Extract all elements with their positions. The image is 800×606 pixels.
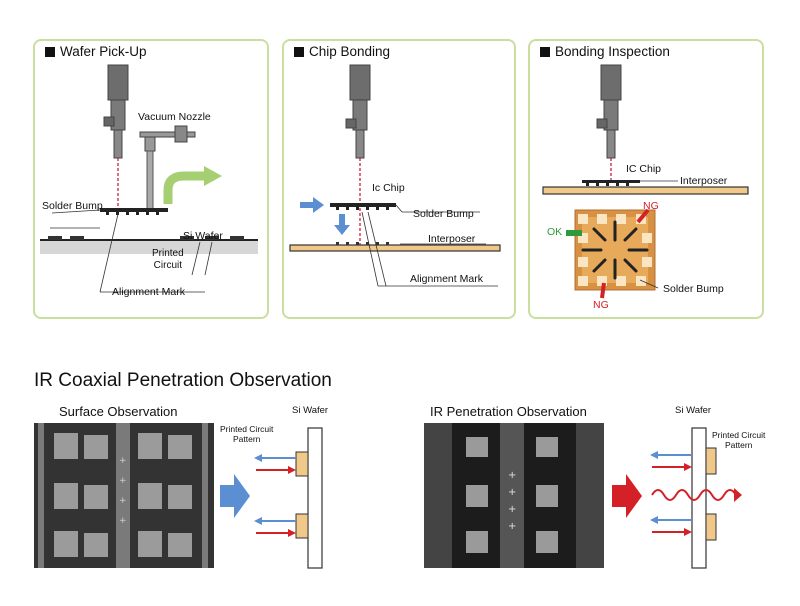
chip-bonding-panel: Chip Bonding: [282, 39, 516, 319]
svg-text:+: +: [119, 496, 127, 506]
printed-circuit-label: Printed Circuit: [152, 248, 184, 271]
svg-text:+: +: [119, 456, 127, 466]
svg-text:+: +: [508, 504, 516, 515]
wafer-pickup-title: Wafer Pick-Up: [45, 44, 147, 59]
alignment-mark-label: Alignment Mark: [112, 286, 185, 298]
ng-label-top: NG: [643, 200, 659, 212]
svg-text:+: +: [508, 487, 516, 498]
interposer-label: Interposer: [680, 175, 728, 187]
bonding-inspection-title: Bonding Inspection: [540, 44, 670, 59]
svg-text:+: +: [508, 470, 516, 481]
si-wafer-label: Si Wafer: [183, 230, 223, 242]
si-wafer-plate: [307, 427, 323, 569]
circuit-pattern-top: [295, 451, 309, 477]
ic-chip-label: Ic Chip: [372, 182, 405, 194]
surface-observation-title: Surface Observation: [59, 404, 178, 419]
ng-label-bottom: NG: [593, 299, 609, 311]
alignment-mark-label: Alignment Mark: [410, 273, 483, 285]
chip-bonding-title: Chip Bonding: [294, 44, 390, 59]
ir-penetration-image: + + + +: [424, 423, 604, 568]
solder-bump-label: Solder Bump: [413, 208, 474, 220]
vacuum-nozzle-label: Vacuum Nozzle: [138, 111, 211, 123]
si-wafer-plate: [691, 427, 707, 569]
printed-circuit-pattern-label: Printed Circuit Pattern: [712, 430, 766, 450]
bonding-inspection-panel: Bonding Inspection: [528, 39, 764, 319]
si-wafer-label: Si Wafer: [675, 405, 712, 416]
svg-text:+: +: [119, 516, 127, 526]
wafer-pickup-panel: Wafer Pick-Up: [33, 39, 269, 319]
svg-text:+: +: [119, 476, 127, 486]
ir-penetration-title: IR Penetration Observation: [430, 404, 587, 419]
surface-observation-image: + + + +: [34, 423, 214, 568]
svg-text:+: +: [508, 521, 516, 532]
solder-bump-label: Solder Bump: [663, 283, 724, 295]
si-wafer-label: Si Wafer: [292, 405, 329, 416]
ok-label: OK: [547, 226, 563, 238]
printed-circuit-pattern-label: Printed Circuit Pattern: [220, 424, 274, 444]
ir-section-heading: IR Coaxial Penetration Observation: [34, 370, 332, 391]
ic-chip-label: IC Chip: [626, 163, 662, 175]
surface-big-arrow: [220, 474, 250, 518]
circuit-pattern-top: [705, 447, 717, 475]
interposer-label: Interposer: [428, 233, 476, 245]
circuit-pattern-bottom: [705, 513, 717, 541]
ir-wave: [651, 489, 737, 501]
solder-bump-label: Solder Bump: [42, 200, 103, 212]
ir-big-arrow: [612, 474, 642, 518]
circuit-pattern-bottom: [295, 513, 309, 539]
